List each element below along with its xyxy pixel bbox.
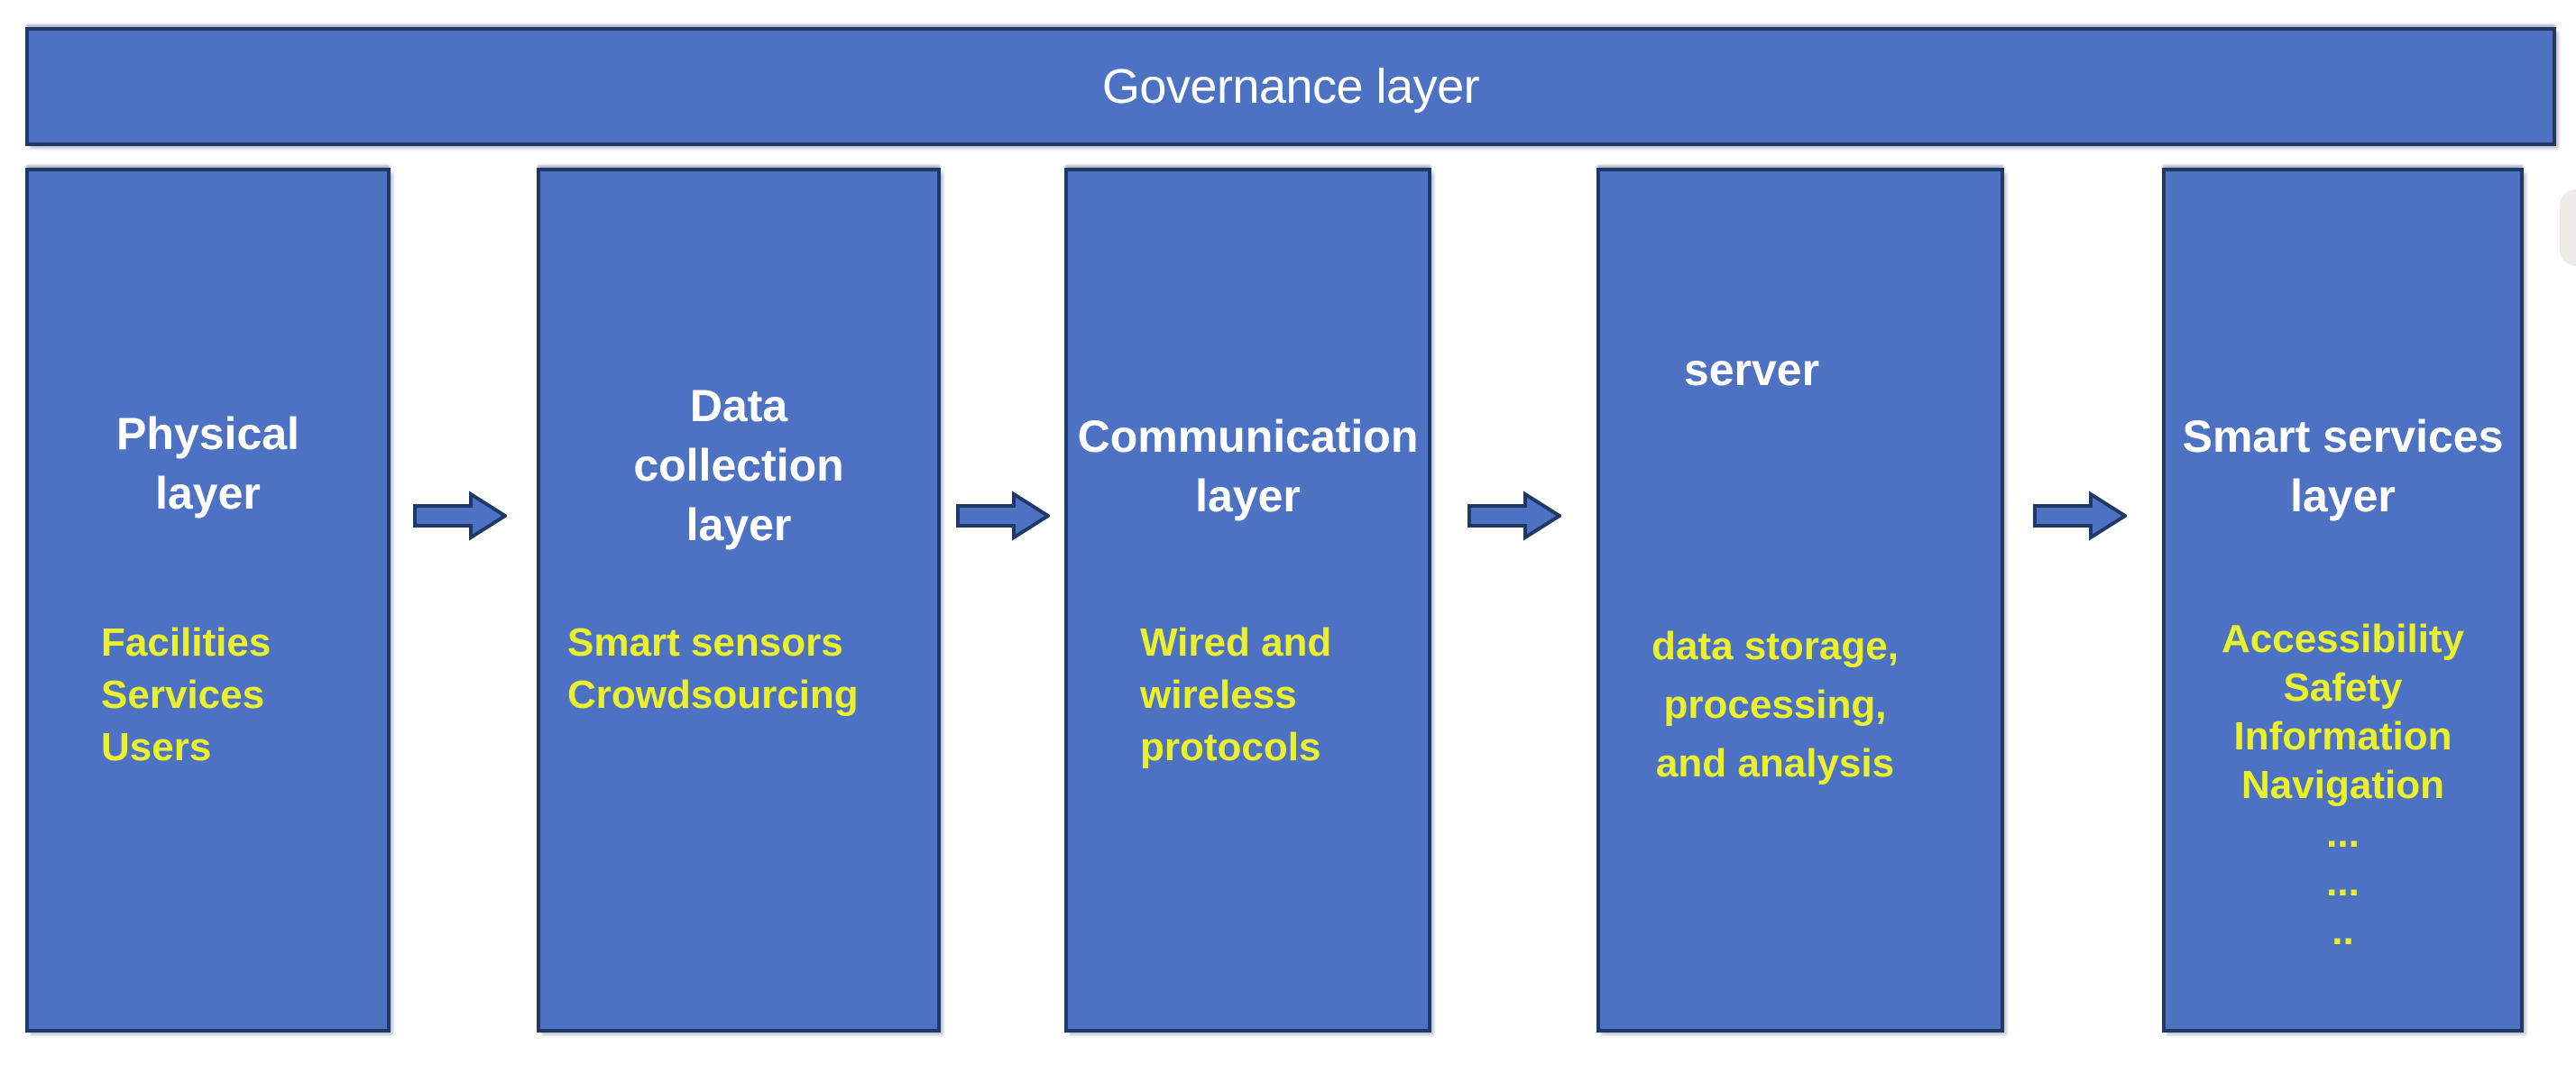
right-arrow-icon [2033, 491, 2127, 541]
communication-layer-title: Communication layer [1077, 411, 1419, 521]
smart-services-layer-title: Smart services layer [2182, 411, 2504, 521]
right-arrow-icon [1467, 491, 1561, 541]
right-arrow-icon [956, 491, 1050, 541]
communication-layer-box: Communication layer Wired and wireless p… [1064, 168, 1431, 1033]
smart-services-layer-items: Accessibility Safety Information Navigat… [2221, 617, 2465, 953]
right-arrow-icon [413, 491, 507, 541]
data-collection-layer-items: Smart sensors Crowdsourcing [567, 620, 859, 717]
partial-rounded-shape [2560, 189, 2576, 266]
physical-layer-title: Physical layer [116, 409, 299, 519]
server-box: server data storage, processing, and ana… [1596, 168, 2004, 1033]
data-collection-layer-title: Data collection layer [633, 381, 844, 550]
smart-services-layer-box: Smart services layer Accessibility Safet… [2162, 168, 2524, 1033]
data-collection-layer-box: Data collection layer Smart sensors Crow… [537, 168, 941, 1033]
server-title: server [1683, 344, 1820, 395]
governance-layer-box: Governance layer [25, 27, 2556, 146]
governance-layer-label: Governance layer [1101, 60, 1480, 114]
communication-layer-items: Wired and wireless protocols [1140, 620, 1332, 769]
physical-layer-box: Physical layer Facilities Services Users [25, 168, 391, 1033]
server-items: data storage, processing, and analysis [1651, 624, 1899, 785]
physical-layer-items: Facilities Services Users [101, 620, 271, 769]
